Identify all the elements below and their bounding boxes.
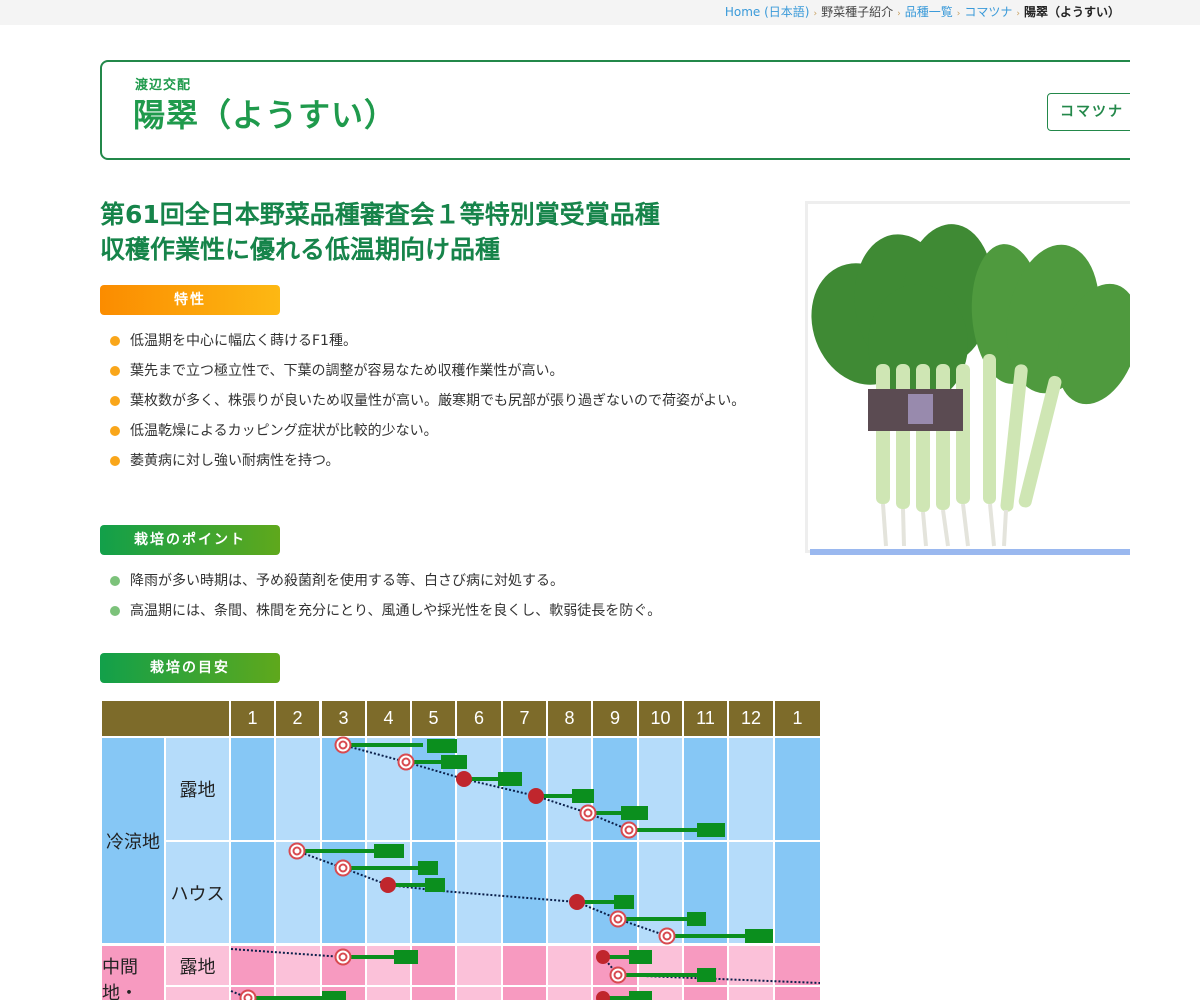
chevron-right-icon: ›: [1016, 9, 1020, 19]
points-list: 降雨が多い時期は、予め殺菌剤を使用する等、白さび病に対処する。 高温期には、条間…: [110, 570, 770, 630]
month-header: 1: [775, 701, 820, 736]
breadcrumb-current: 陽翠（ようすい）: [1023, 5, 1120, 19]
breadcrumb-vegetable-seeds: 野菜種子紹介: [821, 5, 894, 19]
features-section-label: 特性: [100, 285, 280, 315]
bullet-icon: [110, 456, 120, 466]
chevron-right-icon: ›: [956, 9, 961, 19]
bullet-icon: [110, 606, 120, 616]
row-label-open-field: 露地: [179, 780, 216, 800]
month-header: 8: [548, 701, 591, 736]
variety-photo: [805, 201, 1130, 553]
month-header: 2: [276, 701, 319, 736]
list-item: 低温乾燥によるカッピング症状が比較的少ない。: [110, 420, 770, 442]
variety-title-box: 渡辺交配 陽翠（ようすい） コマツナ: [100, 60, 1130, 160]
bullet-icon: [110, 396, 120, 406]
row-label-open-field: 露地: [179, 956, 216, 977]
breadcrumb: Home (日本語)›野菜種子紹介›品種一覧›コマツナ›陽翠（ようすい）: [725, 4, 1120, 22]
list-item: 葉枚数が多く、株張りが良いため収量性が高い。厳寒期でも尻部が張り過ぎないので荷姿…: [110, 390, 770, 412]
region-label-cool: 冷涼地: [106, 831, 160, 852]
chevron-right-icon: ›: [897, 9, 901, 19]
month-header: 4: [367, 701, 410, 736]
breeder-label: 渡辺交配: [135, 78, 192, 93]
features-list: 低温期を中心に幅広く蒔けるF1種。 葉先まで立つ極立性で、下葉の調整が容易なため…: [110, 330, 770, 480]
headline: 第61回全日本野菜品種審査会１等特別賞受賞品種 収穫作業性に優れる低温期向け品種: [100, 197, 660, 267]
month-header: 10: [639, 701, 682, 736]
vegetable-photo-icon: [808, 204, 1130, 550]
page-content: 渡辺交配 陽翠（ようすい） コマツナ 第61回全日本野菜品種審査会１等特別賞受賞…: [100, 60, 1130, 1000]
list-item: 葉先まで立つ極立性で、下葉の調整が容易なため収穫作業性が高い。: [110, 360, 770, 382]
month-header: 6: [457, 701, 501, 736]
page-title: 陽翠（ようすい）: [133, 96, 398, 134]
chart-header-corner: [102, 701, 229, 736]
list-item: 降雨が多い時期は、予め殺菌剤を使用する等、白さび病に対処する。: [110, 570, 770, 592]
schedule-section-label: 栽培の目安: [100, 653, 280, 683]
month-header: 9: [593, 701, 637, 736]
category-badge-link[interactable]: コマツナ: [1047, 93, 1130, 131]
breadcrumb-home-link[interactable]: Home (日本語): [724, 5, 810, 19]
list-item: 低温期を中心に幅広く蒔けるF1種。: [110, 330, 770, 352]
cultivation-schedule-chart: 1 2 3 4 5 6 7 8 9 10 11 12 1: [102, 701, 820, 1000]
headline-line-2: 収穫作業性に優れる低温期向け品種: [100, 235, 501, 264]
points-section-label: 栽培のポイント: [100, 525, 280, 555]
region-label-intermediate: 中間地・: [102, 957, 138, 1000]
headline-line-1: 第61回全日本野菜品種審査会１等特別賞受賞品種: [100, 200, 660, 229]
list-item: 高温期には、条間、株間を充分にとり、風通しや採光性を良くし、軟弱徒長を防ぐ。: [110, 600, 770, 622]
photo-caption-bar: [810, 549, 1130, 555]
bullet-icon: [110, 336, 120, 346]
month-header: 1: [231, 701, 274, 736]
month-header: 12: [729, 701, 773, 736]
month-header: 7: [503, 701, 546, 736]
breadcrumb-bar: Home (日本語)›野菜種子紹介›品種一覧›コマツナ›陽翠（ようすい）: [0, 0, 1200, 25]
row-label-greenhouse: ハウス: [170, 883, 225, 904]
month-header: 5: [412, 701, 455, 736]
month-header: 11: [684, 701, 727, 736]
bullet-icon: [110, 576, 120, 586]
month-header: 3: [322, 701, 365, 736]
bullet-icon: [110, 426, 120, 436]
list-item: 萎黄病に対し強い耐病性を持つ。: [110, 450, 770, 472]
bullet-icon: [110, 366, 120, 376]
chevron-right-icon: ›: [813, 9, 818, 19]
schedule-grid: [102, 736, 820, 1000]
breadcrumb-variety-list-link[interactable]: 品種一覧: [904, 5, 953, 19]
breadcrumb-komatsuna-link[interactable]: コマツナ: [964, 5, 1013, 19]
